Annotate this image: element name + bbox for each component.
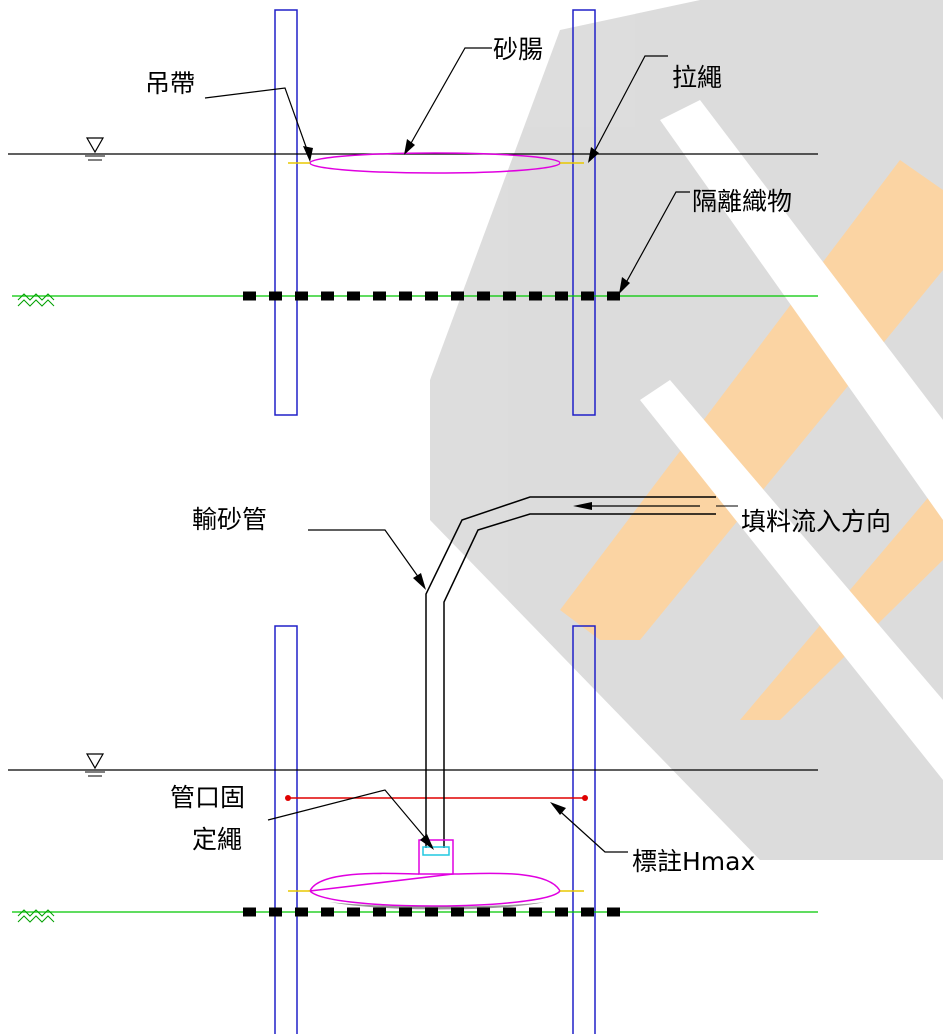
- label-separation-fabric: 隔離織物: [692, 187, 792, 216]
- ground-hatch-icon: [17, 909, 55, 923]
- watermark-stripe-white: [660, 100, 943, 520]
- right-pile-bottom: [572, 625, 596, 1034]
- arrowhead-pipe-fix-rope: [420, 834, 434, 850]
- top-diagram: 吊帶 砂腸 拉繩 隔離織物: [8, 9, 818, 416]
- label-pull-rope: 拉繩: [672, 63, 722, 92]
- watermark-stripe-orange: [560, 160, 943, 640]
- leader-hanging-strap: [204, 87, 311, 159]
- arrowhead-sand-pipe: [413, 573, 426, 590]
- arrowhead-mark-hmax: [550, 802, 566, 815]
- arrowhead-separation-fabric: [619, 277, 630, 294]
- hmax-end-left: [285, 795, 291, 801]
- hmax-end-right: [582, 795, 588, 801]
- ground-hatch-icon: [17, 293, 55, 307]
- water-level-triangle-icon: [85, 753, 105, 777]
- water-level-triangle-icon: [85, 137, 105, 161]
- left-pile-top: [274, 9, 298, 416]
- label-sand-pipe: 輸砂管: [192, 505, 267, 534]
- label-mark-hmax: 標註Hmax: [632, 847, 755, 876]
- arrowhead-pull-rope: [588, 147, 599, 163]
- leader-pipe-fix-rope: [267, 789, 433, 847]
- watermark-logo: [430, 0, 943, 860]
- watermark-stripe-white-2: [640, 380, 943, 780]
- arrowhead-sand-tube: [404, 139, 415, 155]
- sand-tube-bottom: [308, 872, 561, 907]
- left-pile-bottom: [274, 625, 298, 1034]
- bottom-diagram: 輸砂管 填料流入方向 管口固 定繩 標註Hmax: [8, 496, 891, 1034]
- sand-pipe-left-wall: [425, 496, 716, 848]
- leader-sand-tube: [405, 47, 492, 153]
- pipe-mouth-collar: [418, 839, 454, 875]
- leader-separation-fabric: [621, 191, 690, 291]
- flow-direction-arrowhead: [573, 502, 592, 510]
- pipe-fix-rope-knot: [422, 846, 450, 856]
- label-pipe-fix-rope-line1: 管口固: [170, 783, 245, 812]
- label-hanging-strap: 吊帶: [145, 69, 195, 98]
- right-pile-top: [572, 9, 596, 416]
- label-sand-tube: 砂腸: [493, 35, 543, 64]
- leader-mark-hmax: [552, 804, 628, 853]
- label-pipe-fix-rope-line2: 定繩: [192, 825, 242, 854]
- leader-pull-rope: [589, 55, 668, 161]
- label-fill-direction: 填料流入方向: [741, 507, 891, 536]
- sand-pipe-right-wall: [443, 513, 716, 848]
- arrowhead-hanging-strap: [303, 146, 313, 162]
- leader-sand-pipe: [308, 529, 425, 586]
